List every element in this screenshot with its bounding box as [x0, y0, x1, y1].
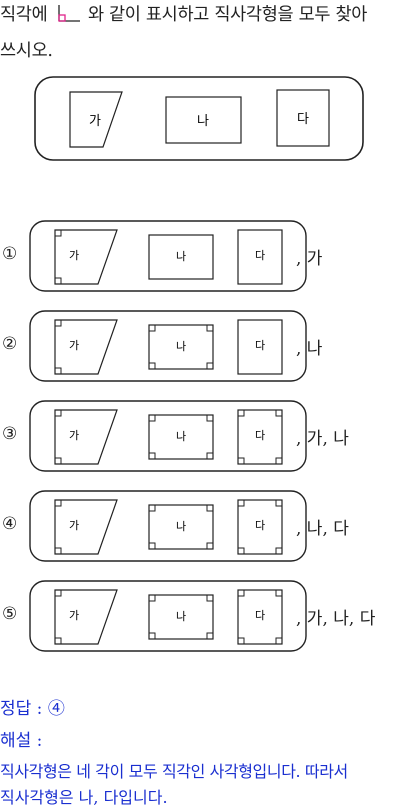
shape-label-na: 나: [176, 340, 186, 353]
shape-label-ga: 가: [69, 519, 79, 532]
question-line-2: 쓰시오.: [0, 41, 53, 61]
question-text-before: 직각에: [0, 5, 48, 25]
option-1-figure: 가 나 다: [29, 220, 307, 292]
shape-label-ga: 가: [89, 114, 101, 129]
option-answer-1[interactable]: , 가: [296, 249, 323, 269]
option-answer-4[interactable]: , 나, 다: [296, 519, 349, 539]
explanation-line-1: 직사각형은 네 각이 모두 직각인 사각형입니다. 따라서: [0, 762, 348, 781]
option-answer-5[interactable]: , 가, 나, 다: [296, 609, 376, 629]
option-5-figure: 가 나 다: [29, 580, 307, 652]
shape-label-da: 다: [255, 519, 265, 532]
option-2-figure: 가 나 다: [29, 310, 307, 382]
question-text-after: 와 같이 표시하고 직사각형을 모두 찾아: [87, 5, 368, 25]
explanation-label: 해설 :: [0, 731, 43, 751]
shape-label-na: 나: [176, 250, 186, 263]
option-number-4[interactable]: ④: [2, 514, 18, 534]
option-answer-2[interactable]: , 나: [296, 339, 323, 359]
shape-label-ga: 가: [69, 339, 79, 352]
option-3-figure: 가 나 다: [29, 400, 307, 472]
question-line-1: 직각에 와 같이 표시하고 직사각형을 모두 찾아: [0, 4, 367, 26]
shape-label-da: 다: [255, 609, 265, 622]
explanation-line-2: 직사각형은 나, 다입니다.: [0, 788, 168, 807]
shape-label-ga: 가: [69, 429, 79, 442]
shape-label-na: 나: [176, 610, 186, 623]
shape-label-da: 다: [255, 249, 265, 262]
option-4-figure: 가 나 다: [29, 490, 307, 562]
shape-label-ga: 가: [69, 249, 79, 262]
option-number-5[interactable]: ⑤: [2, 604, 18, 624]
option-number-1[interactable]: ①: [2, 244, 18, 264]
shape-label-na: 나: [176, 520, 186, 533]
shape-label-da: 다: [255, 429, 265, 442]
shape-label-da: 다: [255, 339, 265, 352]
question-figure: 가 나 다: [34, 76, 364, 161]
shape-label-ga: 가: [69, 609, 79, 622]
option-answer-3[interactable]: , 가, 나: [296, 429, 349, 449]
shape-label-na: 나: [176, 430, 186, 443]
option-number-2[interactable]: ②: [2, 334, 18, 354]
shape-label-na: 나: [197, 114, 209, 129]
shape-label-da: 다: [297, 112, 309, 127]
right-angle-mark-icon: [58, 5, 80, 22]
correct-answer: 정답 : ④: [0, 699, 65, 719]
option-number-3[interactable]: ③: [2, 424, 18, 444]
